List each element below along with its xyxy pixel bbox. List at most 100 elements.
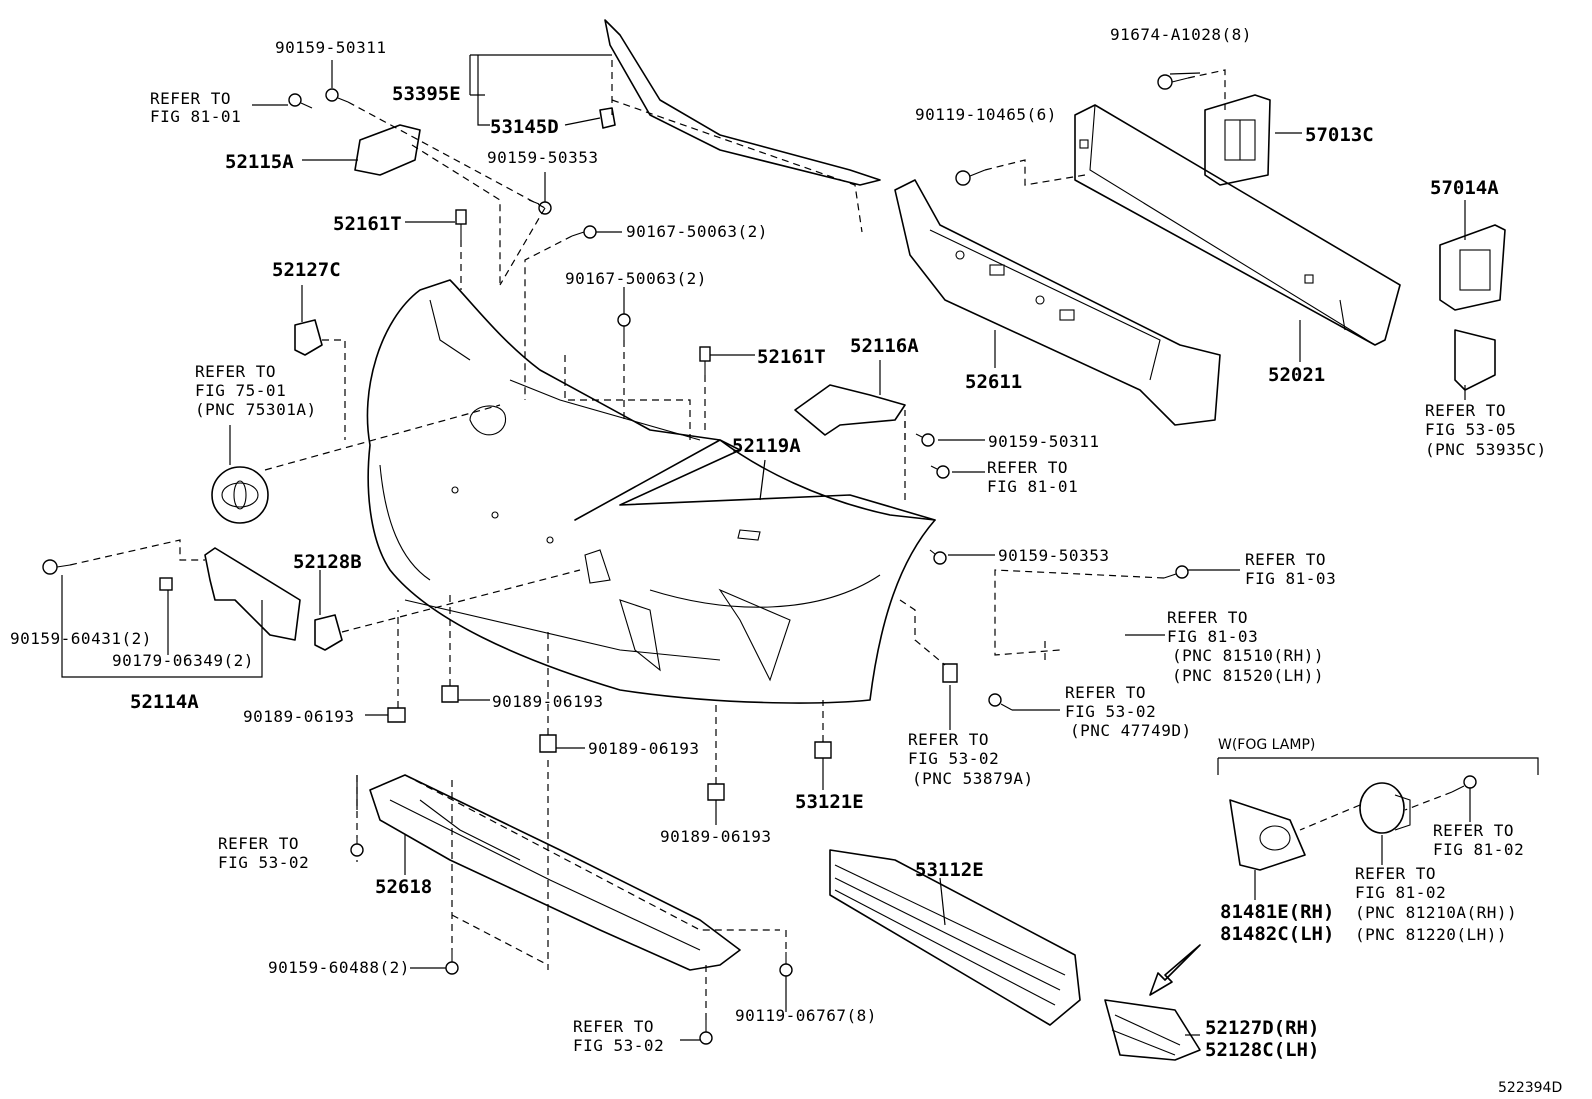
lower-grille-insert — [1104, 999, 1201, 1061]
clip-icon — [441, 685, 459, 703]
fastener-90189-06193: 90189-06193 — [243, 707, 354, 726]
bolt-icon — [1163, 565, 1189, 579]
svg-text:REFER TO: REFER TO — [1167, 608, 1248, 627]
part-52127c: 52127C — [272, 259, 341, 281]
part-57013c: 57013C — [1305, 124, 1374, 146]
svg-text:REFER TO: REFER TO — [218, 834, 299, 853]
part-52161t: 52161T — [757, 346, 826, 368]
bolt-icon — [571, 225, 597, 239]
bolt-icon — [955, 169, 986, 186]
reference-fig-53-02: REFER TO FIG 53-02 (PNC 47749D) — [1065, 683, 1192, 740]
part-52618: 52618 — [375, 876, 432, 898]
side-bracket-52114a — [204, 547, 301, 641]
under-cover — [369, 774, 741, 971]
fastener-90159-50311: 90159-50311 — [275, 38, 386, 57]
fastener-90189-06193: 90189-06193 — [492, 692, 603, 711]
svg-text:(PNC 47749D): (PNC 47749D) — [1070, 721, 1192, 740]
part-81482c: 81482C(LH) — [1220, 923, 1334, 945]
svg-text:FIG 53-05: FIG 53-05 — [1425, 420, 1516, 439]
part-52021: 52021 — [1268, 364, 1325, 386]
fastener-90179-06349: 90179-06349(2) — [112, 651, 254, 670]
svg-text:FIG 53-02: FIG 53-02 — [1065, 702, 1156, 721]
svg-text:FIG 81-03: FIG 81-03 — [1245, 569, 1336, 588]
reference-fig-53-02: REFER TO FIG 53-02 (PNC 53879A) — [908, 730, 1033, 788]
svg-text:FIG 75-01: FIG 75-01 — [195, 381, 286, 400]
part-57014a: 57014A — [1430, 177, 1499, 199]
svg-text:FIG 81-01: FIG 81-01 — [150, 107, 241, 126]
clip-icon — [699, 346, 711, 375]
svg-text:(PNC 75301A): (PNC 75301A) — [195, 400, 317, 419]
clip-icon — [942, 663, 958, 683]
svg-text:FIG 81-03: FIG 81-03 — [1167, 627, 1258, 646]
svg-text:FIG 81-02: FIG 81-02 — [1433, 840, 1524, 859]
install-lines — [69, 60, 1453, 1020]
leader-lines — [61, 54, 1539, 1041]
fastener-90159-50353: 90159-50353 — [487, 148, 598, 167]
svg-text:REFER TO: REFER TO — [195, 362, 276, 381]
bolt-icon — [528, 199, 552, 215]
energy-absorber — [894, 179, 1221, 426]
part-53121e: 53121E — [795, 791, 864, 813]
bolt-icon — [929, 549, 947, 565]
side-bracket-52116a — [794, 384, 906, 436]
svg-text:REFER TO: REFER TO — [1425, 401, 1506, 420]
svg-text:(PNC 81510(RH)): (PNC 81510(RH)) — [1172, 646, 1324, 665]
part-52114a: 52114A — [130, 691, 199, 713]
svg-text:(PNC 81220(LH)): (PNC 81220(LH)) — [1355, 925, 1507, 944]
clip-icon — [539, 734, 557, 753]
reference-fig-81-03: REFER TO FIG 81-03 (PNC 81510(RH)) (PNC … — [1167, 608, 1324, 685]
fastener-90159-60431: 90159-60431(2) — [10, 629, 152, 648]
fastener-90189-06193: 90189-06193 — [588, 739, 699, 758]
clip-icon — [814, 741, 832, 759]
fastener-90159-60488: 90159-60488(2) — [268, 958, 410, 977]
fastener-labels: 90159-50311 90159-50353 90167-50063(2) 9… — [10, 25, 1251, 1025]
svg-text:(PNC 53935C): (PNC 53935C) — [1425, 440, 1547, 459]
reference-fig-81-02: REFER TO FIG 81-02 — [1433, 821, 1524, 859]
fastener-90189-06193: 90189-06193 — [660, 827, 771, 846]
lower-grille — [829, 849, 1081, 1026]
part-53112e: 53112E — [915, 859, 984, 881]
fastener-90119-06767: 90119-06767(8) — [735, 1006, 877, 1025]
bolt-icon — [617, 313, 631, 340]
svg-text:(PNC 81210A(RH)): (PNC 81210A(RH)) — [1355, 903, 1517, 922]
reference-labels: REFER TO FIG 81-01 REFER TO FIG 75-01 (P… — [150, 89, 1547, 1055]
bolt-icon — [350, 838, 364, 857]
part-53395e: 53395E — [392, 83, 461, 105]
part-52128c: 52128C(LH) — [1205, 1039, 1319, 1061]
clip-icon — [159, 577, 173, 591]
part-52611: 52611 — [965, 371, 1022, 393]
reference-fig-81-03: REFER TO FIG 81-03 — [1245, 550, 1336, 588]
reference-fig-53-02: REFER TO FIG 53-02 — [573, 1017, 664, 1055]
svg-text:FIG 81-02: FIG 81-02 — [1355, 883, 1446, 902]
bolt-icon — [1451, 775, 1477, 793]
part-52116a: 52116A — [850, 335, 919, 357]
clip-icon — [455, 209, 467, 240]
svg-text:FIG 53-02: FIG 53-02 — [908, 749, 999, 768]
part-81481e: 81481E(RH) — [1220, 901, 1334, 923]
svg-text:FIG 53-02: FIG 53-02 — [573, 1036, 664, 1055]
part-52161t: 52161T — [333, 213, 402, 235]
tow-hook-cover-52128b — [314, 614, 343, 651]
part-53145d: 53145D — [490, 116, 559, 138]
bolt-icon — [325, 88, 349, 103]
bolt-icon — [445, 950, 459, 975]
clip-icon — [387, 707, 406, 723]
svg-text:REFER TO: REFER TO — [1245, 550, 1326, 569]
svg-text:REFER TO: REFER TO — [573, 1017, 654, 1036]
bolt-icon — [288, 93, 313, 109]
bolt-icon — [988, 693, 1013, 711]
fastener-90167-50063: 90167-50063(2) — [626, 222, 768, 241]
bracket-57013c — [1204, 94, 1271, 186]
bumper-cover-illustration — [366, 279, 936, 704]
side-bracket-52115a — [354, 124, 421, 176]
part-52127d: 52127D(RH) — [1205, 1017, 1319, 1039]
reference-fig-81-01: REFER TO FIG 81-01 — [987, 458, 1078, 496]
part-52119a: 52119A — [732, 435, 801, 457]
diagram-id: 522394D — [1498, 1080, 1562, 1096]
svg-text:REFER TO: REFER TO — [1433, 821, 1514, 840]
bracket-57014a — [1439, 224, 1506, 391]
svg-text:FIG 53-02: FIG 53-02 — [218, 853, 309, 872]
bolt-icon — [1157, 74, 1189, 90]
bolt-icon — [930, 465, 950, 479]
fastener-90167-50063: 90167-50063(2) — [565, 269, 707, 288]
